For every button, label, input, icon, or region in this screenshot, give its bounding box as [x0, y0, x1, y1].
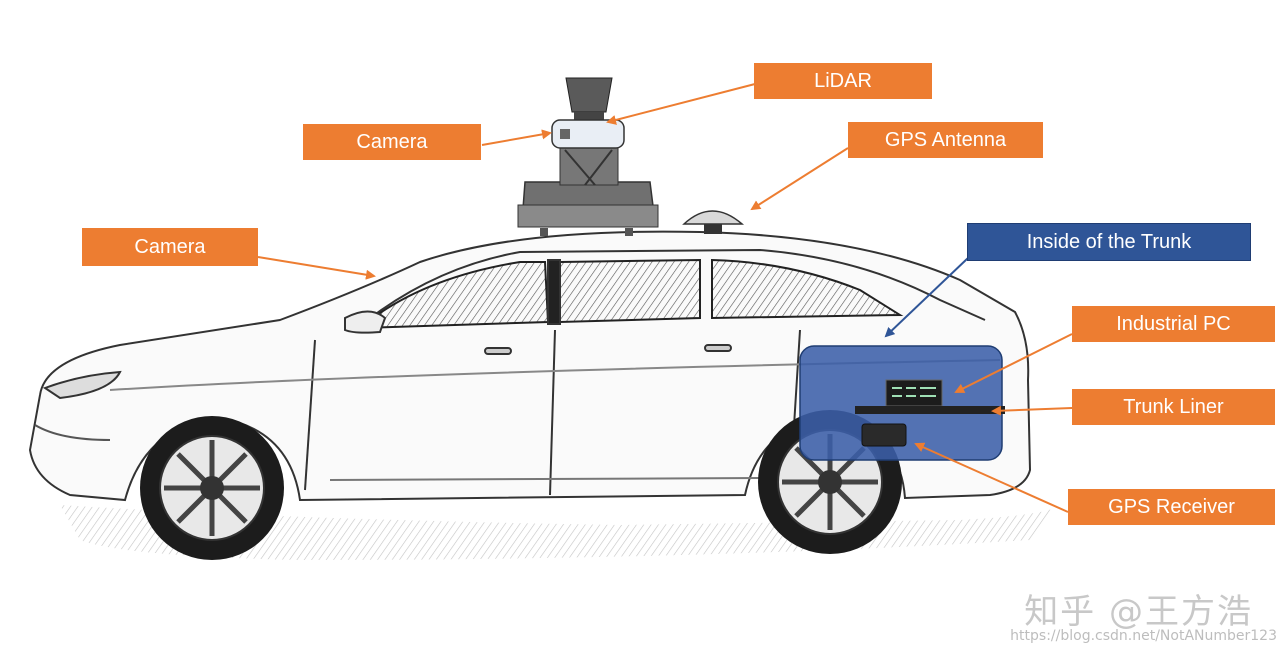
trunk-liner-bar [855, 406, 1005, 414]
arrow-trunk-liner [991, 405, 1073, 416]
industrial-pc-label: Industrial PC [1072, 306, 1275, 342]
front-camera-label: Camera [82, 228, 258, 266]
leader-arrows [257, 83, 1073, 513]
arrow-industrial-pc [954, 333, 1073, 393]
arrow-lidar [606, 83, 756, 125]
roof-camera-unit [551, 119, 625, 149]
lidar-unit [565, 77, 613, 122]
roof-sensor-rig [517, 147, 659, 236]
front-wheel [140, 416, 284, 560]
lidar-label: LiDAR [754, 63, 932, 99]
gps-antenna-unit [682, 210, 745, 234]
watermark-main: 知乎 @王方浩 [1024, 592, 1253, 632]
trunk-inset [799, 345, 1005, 461]
arrow-front-camera [257, 256, 376, 280]
gps-antenna-label: GPS Antenna [848, 122, 1043, 158]
trunk-liner-label: Trunk Liner [1072, 389, 1275, 425]
industrial-pc-unit [885, 379, 943, 407]
arrow-trunk [884, 257, 969, 338]
trunk-title-label: Inside of the Trunk [967, 223, 1251, 261]
gps-receiver-unit [861, 423, 907, 447]
arrow-gps-antenna [750, 147, 849, 211]
roof-camera-label: Camera [303, 124, 481, 160]
gps-receiver-label: GPS Receiver [1068, 489, 1275, 525]
arrow-roof-camera [481, 129, 552, 146]
arrow-gps-receiver [914, 442, 1069, 513]
watermark-url: https://blog.csdn.net/NotANumber123 [1010, 628, 1277, 644]
